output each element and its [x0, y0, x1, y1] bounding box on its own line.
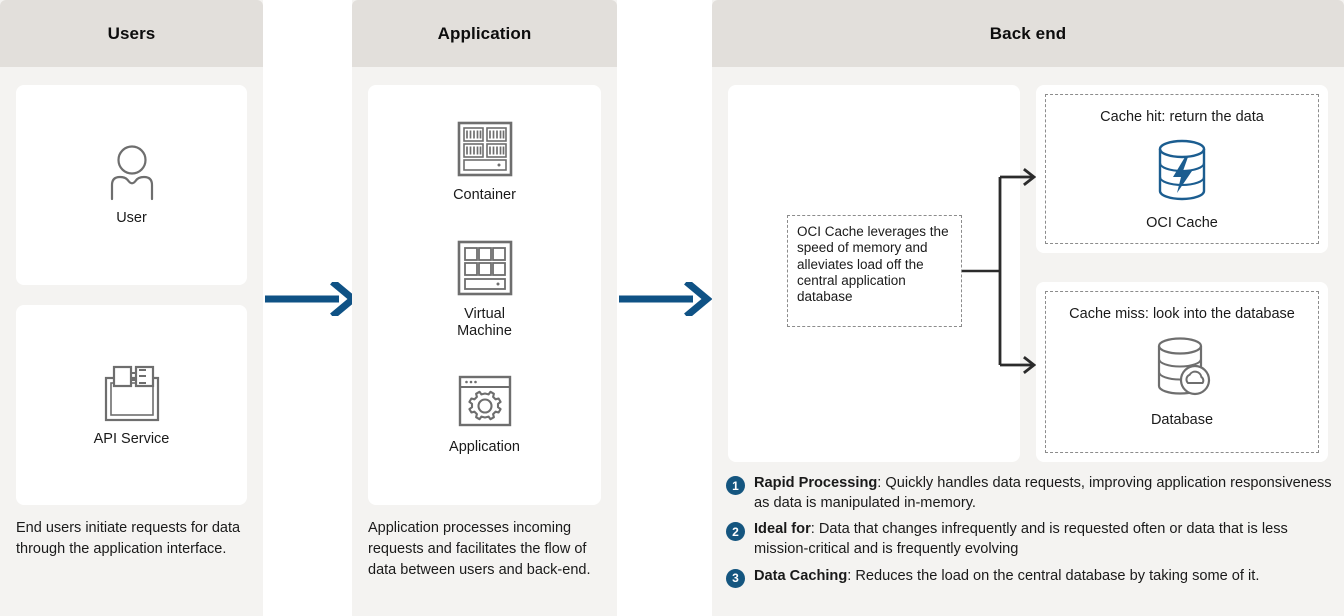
node-label-application: Application [449, 439, 520, 456]
bullet-body-3: : Reduces the load on the central databa… [847, 567, 1260, 584]
caption-application: Application processes incoming requests … [368, 520, 591, 579]
bullet-term-2: Ideal for [754, 521, 811, 538]
database-cylinder-cloud-icon [1152, 334, 1212, 405]
virtual-machine-icon [454, 237, 516, 299]
cache-miss-title: Cache miss: look into the database [1069, 306, 1295, 322]
column-header-application: Application [352, 0, 617, 67]
column-title-application: Application [437, 23, 532, 43]
flow-arrow-application-to-backend [617, 279, 713, 321]
node-label-api-service: API Service [93, 430, 170, 447]
user-icon [106, 143, 158, 203]
bullet-badge-1: 1 [726, 476, 745, 495]
node-card-api-service[interactable]: API Service [16, 305, 247, 505]
bullet-text-1: Rapid Processing: Quickly handles data r… [754, 474, 1338, 513]
list-item: 3 Data Caching: Reduces the load on the … [726, 567, 1338, 588]
bullet-body-1: : Quickly handles data requests, improvi… [754, 475, 1332, 511]
node-label-oci-cache: OCI Cache [1146, 215, 1218, 231]
column-title-backend: Back end [989, 23, 1067, 43]
api-service-icon [99, 362, 165, 424]
container-icon [454, 118, 516, 180]
bullet-term-1: Rapid Processing [754, 475, 878, 491]
backend-card-cache-miss[interactable]: Cache miss: look into the database Datab… [1036, 282, 1328, 462]
bullet-badge-3: 3 [726, 568, 745, 588]
column-title-users: Users [107, 23, 156, 43]
node-card-group-application: Container Virtual Machine [368, 85, 601, 505]
cache-miss-dashed-frame: Cache miss: look into the database Datab… [1045, 291, 1319, 453]
branch-connector [960, 160, 1046, 387]
flow-arrow-users-to-application [263, 279, 359, 321]
column-header-users: Users [0, 0, 263, 67]
node-card-user[interactable]: User [16, 85, 247, 285]
benefits-list: 1 Rapid Processing: Quickly handles data… [726, 474, 1338, 595]
bullet-text-2: Ideal for: Data that changes infrequentl… [754, 520, 1338, 559]
cache-hit-title: Cache hit: return the data [1100, 109, 1264, 125]
list-item: 2 Ideal for: Data that changes infrequen… [726, 520, 1338, 559]
node-label-virtual-machine: Virtual Machine [457, 306, 512, 340]
node-label-database: Database [1150, 412, 1214, 428]
cache-hit-dashed-frame: Cache hit: return the data OCI Cache [1045, 94, 1319, 244]
backend-branches: Cache hit: return the data OCI Cache Cac… [1036, 85, 1328, 462]
bullet-text-3: Data Caching: Reduces the load on the ce… [754, 567, 1259, 587]
node-label-user: User [116, 209, 147, 226]
cache-note-callout: OCI Cache leverages the speed of memory … [787, 215, 962, 327]
bullet-term-3: Data Caching [754, 567, 848, 584]
oci-cache-cylinder-icon [1152, 137, 1212, 208]
column-header-backend: Back end [712, 0, 1344, 67]
bullet-badge-2: 2 [726, 522, 745, 542]
backend-card-cache-hit[interactable]: Cache hit: return the data OCI Cache [1036, 85, 1328, 253]
list-item: 1 Rapid Processing: Quickly handles data… [726, 474, 1338, 513]
caption-users: End users initiate requests for data thr… [16, 520, 241, 558]
node-label-container: Container [453, 187, 516, 203]
application-gear-icon [454, 370, 516, 432]
bullet-body-2: : Data that changes infrequently and is … [754, 521, 1288, 558]
